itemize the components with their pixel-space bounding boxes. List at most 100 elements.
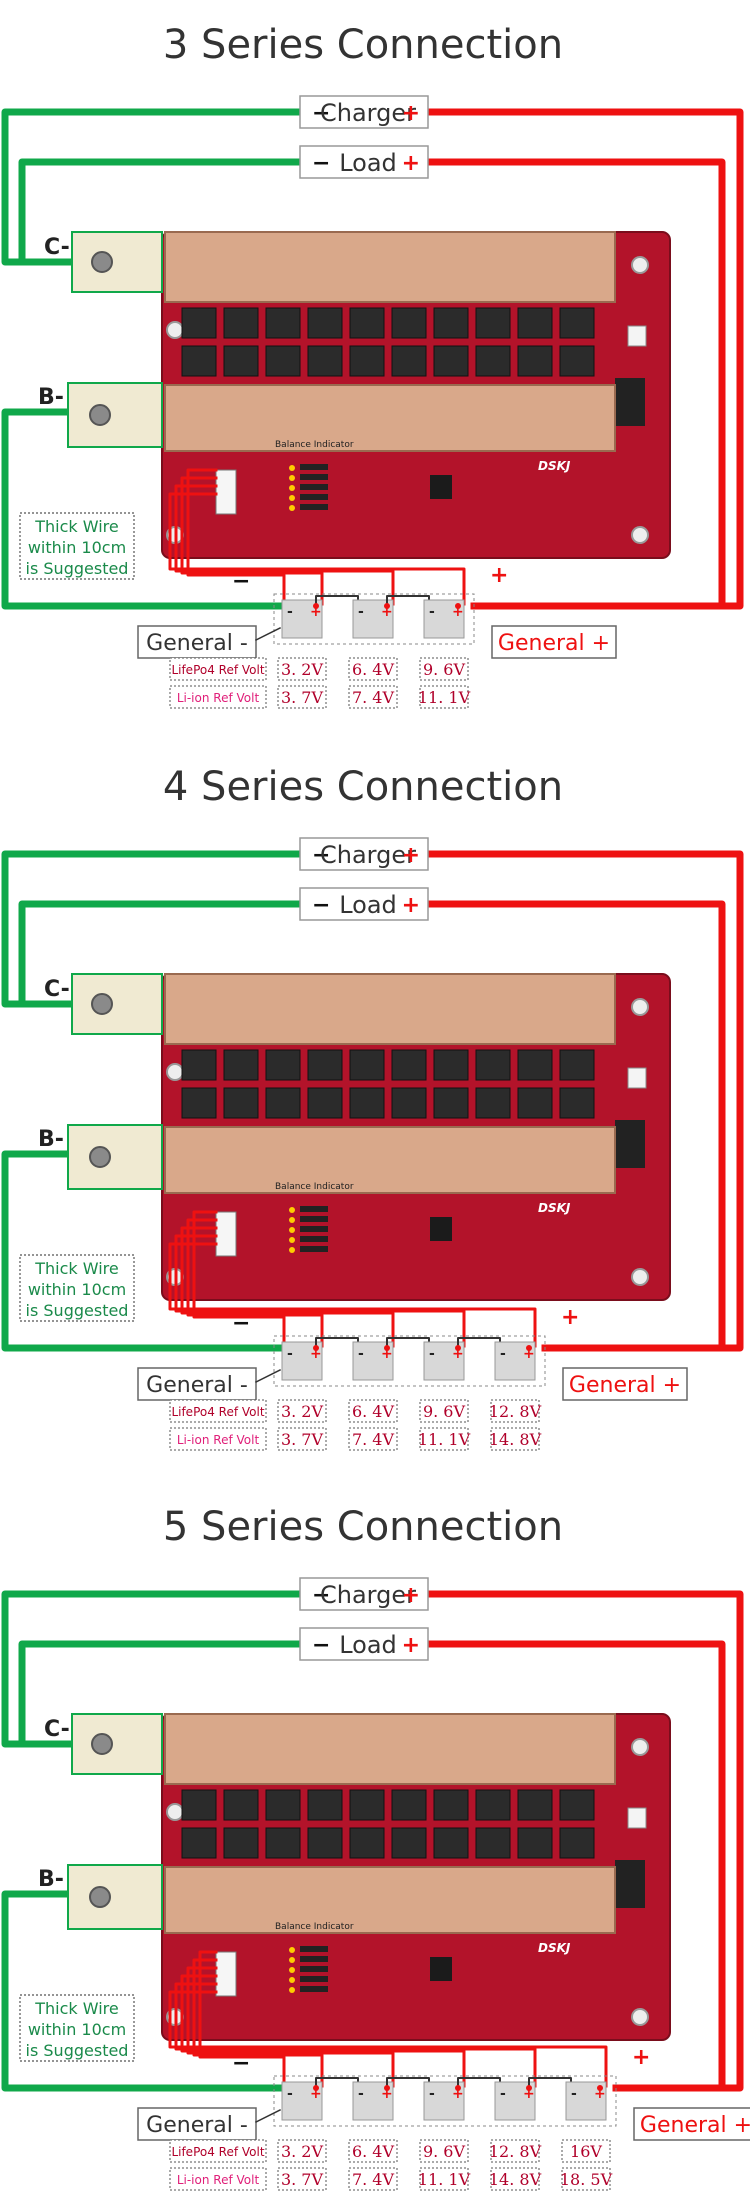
cell-minus-sign: - [429, 604, 435, 620]
cell-minus-sign: - [571, 2086, 577, 2102]
balance-led [289, 475, 295, 481]
mosfet-chip [433, 307, 469, 339]
lifepo4-volt-box [348, 1399, 398, 1423]
liion-label-box [169, 685, 267, 709]
general-minus-pointer [254, 626, 282, 642]
lifepo4-label-box [169, 2139, 267, 2163]
liion-volt-box [277, 2167, 327, 2191]
balance-wire [168, 1242, 537, 1348]
mosfet-chip [391, 345, 427, 377]
balance-resistor [300, 1236, 328, 1242]
green-wire-general-minus [1, 1890, 289, 2092]
cell-minus-sign: - [429, 1346, 435, 1362]
pad-b [67, 382, 163, 448]
lifepo4-volt: 6. 4V [352, 1402, 395, 1421]
load-minus-sign: − [312, 151, 330, 176]
balance-wire [174, 484, 395, 606]
liion-volt: 7. 4V [352, 1430, 395, 1449]
cell-terminal [313, 1345, 319, 1351]
mounting-hole [631, 1738, 649, 1756]
mosfet-chip [307, 1827, 343, 1859]
lifepo4-volt-box [490, 2139, 540, 2163]
side-socket [627, 1067, 647, 1089]
cell-terminal [384, 2085, 390, 2091]
cell-terminal [384, 603, 390, 609]
load-minus-sign: − [312, 1633, 330, 1658]
pad-c-bolt [91, 993, 113, 1015]
balance-led [289, 1207, 295, 1213]
mosfet-chip [265, 1789, 301, 1821]
cell-terminal [455, 2085, 461, 2091]
general-plus-box [633, 2107, 750, 2141]
cell-minus-sign: - [358, 1346, 364, 1362]
general-plus-label: General + [569, 1373, 681, 1398]
liion-label: Li-ion Ref Volt [177, 2173, 260, 2187]
green-wire-load [18, 900, 304, 1008]
red-wire-load [424, 900, 726, 1352]
lifepo4-volt: 9. 6V [423, 1402, 466, 1421]
balance-indicator-label: Balance Indicator [275, 1182, 354, 1192]
load-box [299, 145, 429, 179]
green-wire-charger [1, 108, 304, 266]
note-line: is Suggested [26, 2041, 129, 2060]
liion-volt: 14. 8V [489, 1430, 542, 1449]
mosfet-chip [391, 1827, 427, 1859]
general-minus-box [137, 625, 257, 659]
liion-volt-box [490, 1427, 540, 1451]
balance-resistor [300, 494, 328, 500]
balance-resistor [300, 504, 328, 510]
charger-plus-sign: + [402, 101, 420, 126]
cell-minus-sign: - [287, 2086, 293, 2102]
cell-terminal [526, 2085, 532, 2091]
general-minus-sign: − [232, 569, 250, 594]
side-socket [627, 1807, 647, 1829]
cell-plus-sign: + [523, 1346, 535, 1362]
pad-c [71, 1713, 163, 1775]
mounting-hole [166, 1803, 184, 1821]
general-minus-label: General - [146, 1373, 248, 1398]
general-minus-sign: − [232, 2051, 250, 2076]
liion-volt-box [490, 2167, 540, 2191]
lifepo4-label-box [169, 1399, 267, 1423]
general-plus-label: General + [498, 631, 610, 656]
cell-minus-sign: - [500, 2086, 506, 2102]
mosfet-chip [181, 1789, 217, 1821]
pad-b [67, 1864, 163, 1930]
mosfet-chip [391, 307, 427, 339]
charger-label: Charger [320, 1581, 416, 1609]
mosfet-chip [307, 345, 343, 377]
mosfet-chip [265, 345, 301, 377]
balance-led [289, 1247, 295, 1253]
cell-plus-sign: + [381, 604, 393, 620]
mosfet-chip [517, 1827, 553, 1859]
lifepo4-volt-box [277, 1399, 327, 1423]
general-plus-box [491, 625, 617, 659]
green-wire-general-minus [1, 1150, 289, 1352]
charger-box [299, 95, 429, 129]
cell-minus-sign: - [429, 2086, 435, 2102]
cell-plus-sign: + [381, 2086, 393, 2102]
liion-volt-box [561, 2167, 611, 2191]
pad-b-label: B- [38, 385, 64, 410]
balance-connector [215, 469, 237, 515]
mosfet-chip [475, 1087, 511, 1119]
mounting-hole [631, 1268, 649, 1286]
mosfet-chip [349, 1827, 385, 1859]
panel-title: 5 Series Connection [163, 1504, 563, 1550]
pad-b-label: B- [38, 1127, 64, 1152]
balance-wire [180, 1226, 395, 1348]
charger-minus-sign: − [312, 101, 330, 126]
general-minus-label: General - [146, 631, 248, 656]
liion-label: Li-ion Ref Volt [177, 1433, 260, 1447]
mounting-hole [631, 998, 649, 1016]
mosfet-chip [223, 1789, 259, 1821]
cell-plus-sign: + [452, 2086, 464, 2102]
green-wire-charger [1, 1590, 304, 1748]
lifepo4-volt-box [419, 1399, 469, 1423]
lifepo4-volt: 6. 4V [352, 2142, 395, 2161]
load-label: Load [339, 1631, 397, 1659]
mosfet-chip [181, 307, 217, 339]
